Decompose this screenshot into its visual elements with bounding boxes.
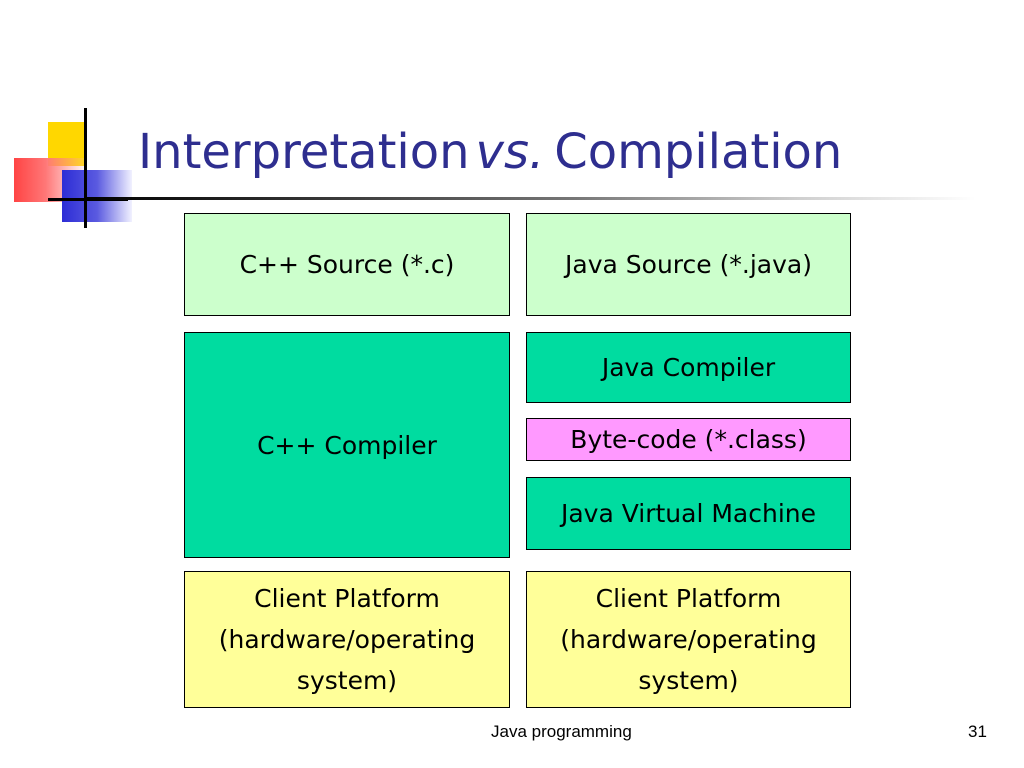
bytecode-label: Byte-code (*.class)	[570, 425, 807, 454]
java-source-label: Java Source (*.java)	[565, 250, 812, 279]
corner-logo	[0, 0, 160, 240]
cpp-client-platform-box: Client Platform (hardware/operating syst…	[184, 571, 510, 708]
java-compiler-label: Java Compiler	[601, 353, 776, 382]
title-vs: vs.	[475, 124, 545, 180]
cpp-source-label: C++ Source (*.c)	[239, 250, 455, 279]
java-client-platform-box: Client Platform (hardware/operating syst…	[526, 571, 851, 708]
jvm-label: Java Virtual Machine	[560, 499, 817, 528]
logo-blue-block	[62, 170, 132, 222]
bytecode-box: Byte-code (*.class)	[526, 418, 851, 461]
title-main: Interpretation	[138, 124, 470, 180]
java-client-platform-label: Client Platform (hardware/operating syst…	[560, 584, 817, 695]
logo-vertical-line	[84, 108, 87, 228]
page-number: 31	[968, 722, 987, 741]
cpp-compiler-label: C++ Compiler	[257, 430, 437, 460]
cpp-compiler-box: C++ Compiler	[184, 332, 510, 558]
jvm-box: Java Virtual Machine	[526, 477, 851, 550]
footer-text: Java programming	[491, 722, 632, 741]
title-end: Compilation	[554, 124, 843, 180]
java-source-box: Java Source (*.java)	[526, 213, 851, 316]
java-compiler-box: Java Compiler	[526, 332, 851, 403]
cpp-client-platform-label: Client Platform (hardware/operating syst…	[218, 584, 476, 695]
cpp-source-box: C++ Source (*.c)	[184, 213, 510, 316]
title-underline	[86, 197, 976, 200]
